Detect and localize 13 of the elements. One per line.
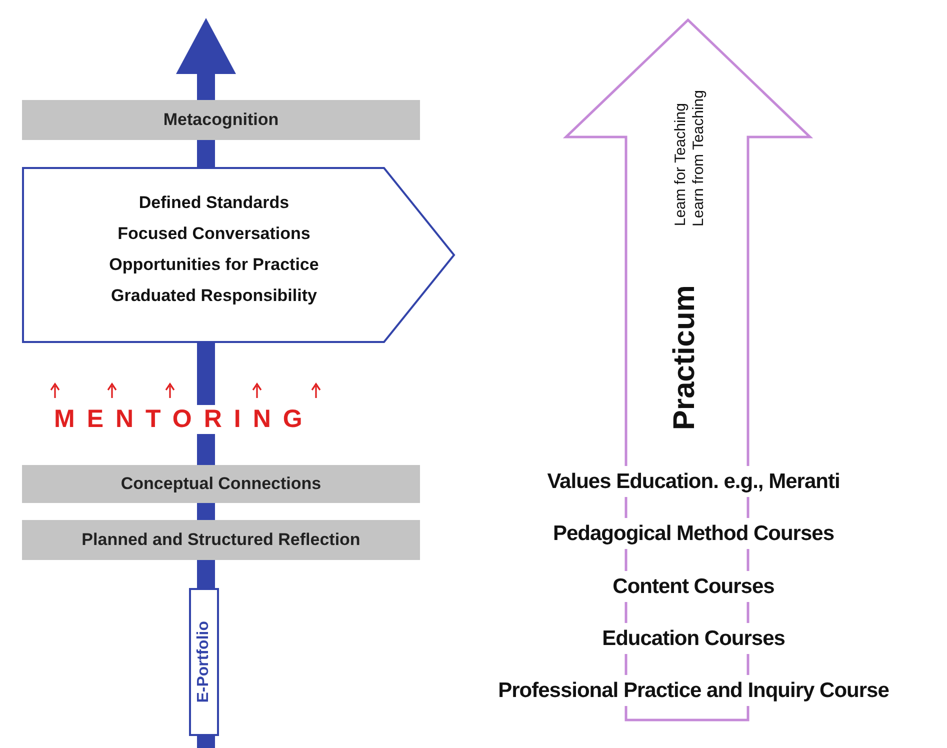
list-item: Graduated Responsibility — [111, 286, 317, 306]
rotated-text: Leam for Teaching — [672, 102, 690, 226]
list-item: Focused Conversations — [118, 224, 310, 244]
list-item: Opportunities for Practice — [109, 255, 319, 275]
label-band: Metacognition — [22, 100, 420, 140]
course-label: Values Education. e.g., Meranti — [545, 466, 842, 497]
portfolio-box: E-Portfolio — [189, 588, 219, 736]
label-band: Planned and Structured Reflection — [22, 520, 420, 560]
rotated-title: Practicum — [668, 284, 702, 430]
label-band: Conceptual Connections — [22, 465, 420, 503]
course-label: Content Courses — [610, 571, 776, 602]
list-item: Defined Standards — [138, 193, 290, 213]
rotated-text: Learn from Teaching — [690, 90, 708, 226]
